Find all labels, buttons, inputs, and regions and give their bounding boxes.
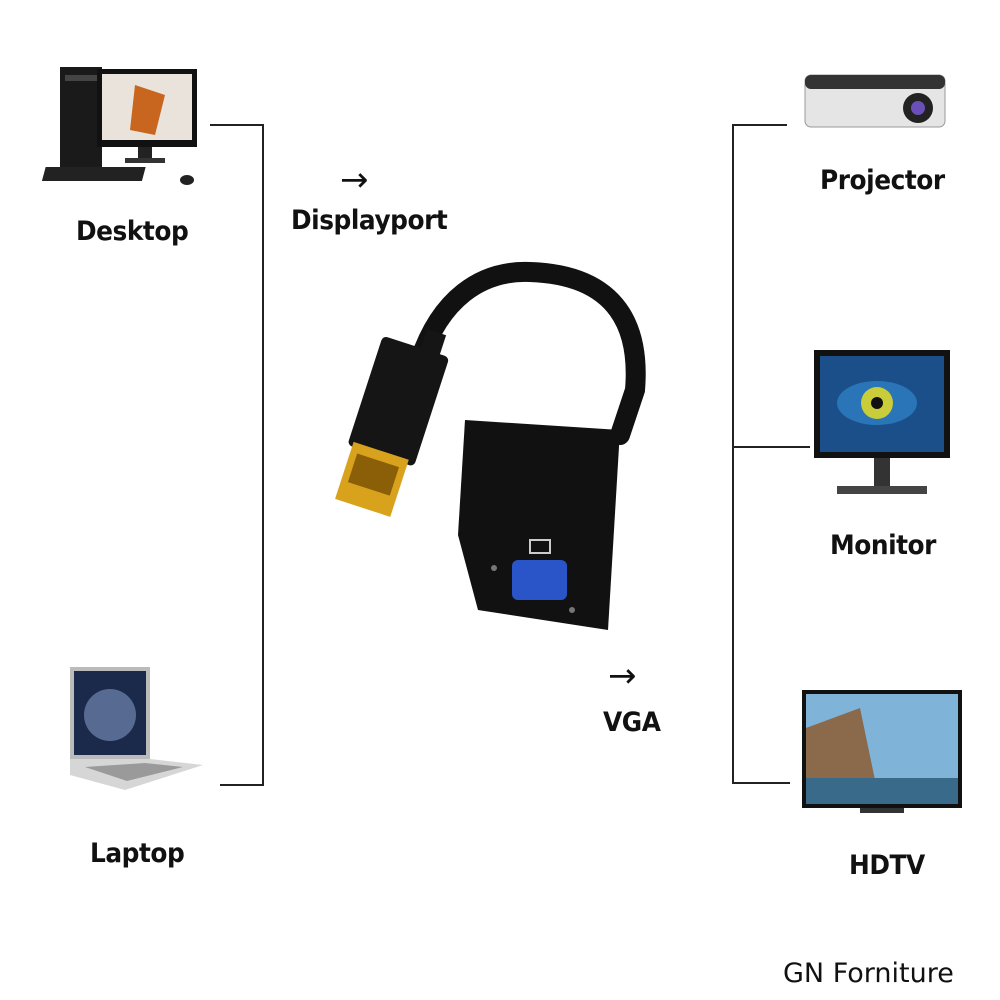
desktop-label: Desktop [76, 216, 189, 247]
hdtv-icon [802, 690, 962, 813]
desktop-computer-icon [41, 67, 197, 185]
watermark: GN Forniture [783, 958, 954, 989]
left-bracket-vertical [262, 124, 264, 786]
hdtv-label: HDTV [849, 850, 925, 881]
projector-label: Projector [820, 165, 945, 196]
displayport-to-vga-adapter [335, 261, 646, 630]
left-bracket-top [210, 124, 264, 126]
arrow-right-icon: → [340, 160, 369, 200]
right-bracket-middle [732, 446, 810, 448]
monitor-icon [814, 350, 950, 494]
right-bracket-vertical [732, 124, 734, 784]
projector-icon [804, 74, 946, 128]
laptop-label: Laptop [90, 838, 185, 869]
vga-adapter-body [458, 420, 620, 630]
left-bracket-bottom [220, 784, 264, 786]
laptop-icon [70, 667, 203, 790]
right-bracket-top [732, 124, 787, 126]
vga-label: VGA [603, 707, 661, 738]
arrow-right-icon: → [608, 656, 637, 696]
displayport-label: Displayport [291, 205, 448, 236]
right-bracket-bottom [732, 782, 790, 784]
monitor-label: Monitor [830, 530, 936, 561]
